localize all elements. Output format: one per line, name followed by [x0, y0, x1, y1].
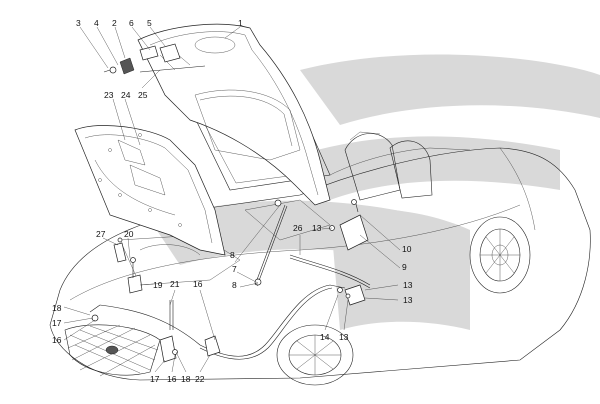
callout-27: 27	[96, 229, 106, 239]
callout-14: 14	[320, 332, 330, 342]
callout-11: 13	[312, 223, 322, 233]
callout-18b: 18	[181, 374, 191, 384]
callout-3: 3	[76, 18, 81, 28]
leader-lines	[63, 26, 401, 373]
callout-1: 1	[238, 18, 243, 28]
callout-16b: 16	[167, 374, 177, 384]
callout-18a: 18	[52, 303, 62, 313]
callout-labels: 3 4 2 6 5 1 23 24 25 27 20 8 26 13 10 7 …	[52, 18, 413, 384]
callout-17a: 17	[52, 318, 62, 328]
callout-10: 10	[402, 244, 412, 254]
callout-8a: 8	[230, 250, 235, 260]
callout-15: 16	[193, 279, 203, 289]
callout-12: 13	[403, 295, 413, 305]
callout-23: 23	[104, 90, 114, 100]
callout-25: 25	[138, 90, 148, 100]
callout-4: 4	[94, 18, 99, 28]
callout-7: 7	[232, 264, 237, 274]
callout-6: 6	[129, 18, 134, 28]
hood-panel-1	[137, 23, 331, 206]
callout-9: 9	[402, 262, 407, 272]
callout-20: 20	[124, 229, 134, 239]
callout-16a: 16	[52, 335, 62, 345]
callout-22: 22	[195, 374, 205, 384]
callout-5: 5	[147, 18, 152, 28]
callout-24: 24	[121, 90, 131, 100]
hardware-parts	[89, 43, 371, 363]
hood-lining-panel	[74, 125, 226, 256]
callout-17b: 17	[150, 374, 160, 384]
callout-19: 19	[153, 280, 163, 290]
callout-8b: 8	[232, 280, 237, 290]
callout-13a: 13	[403, 280, 413, 290]
callout-26: 26	[293, 223, 303, 233]
callout-13b: 13	[339, 332, 349, 342]
callout-21: 21	[170, 279, 180, 289]
callout-2: 2	[112, 18, 117, 28]
